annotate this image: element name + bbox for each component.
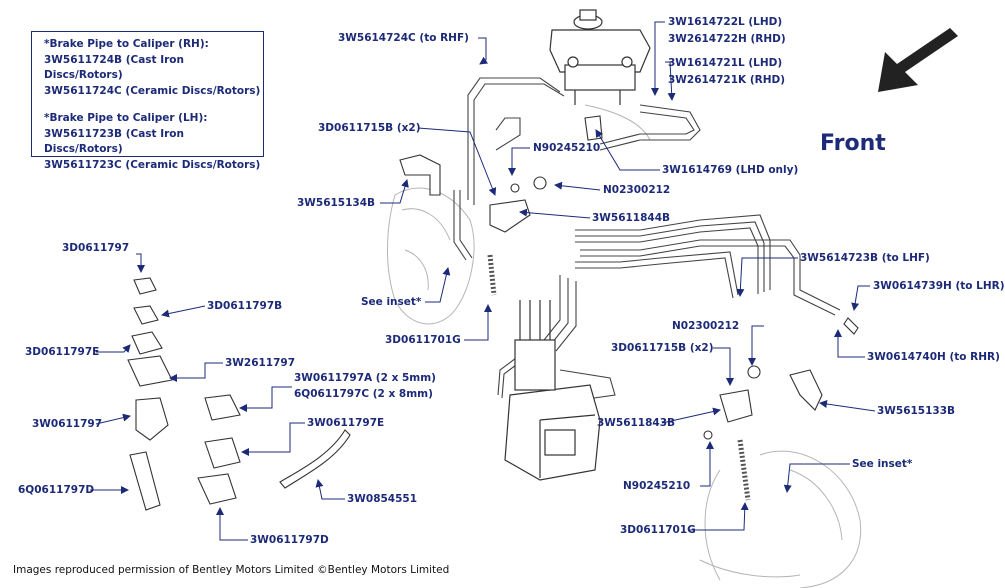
callout-6q0611797c: 6Q0611797C (2 x 8mm) [294, 388, 433, 400]
callout-3d0611797e: 3D0611797E [25, 346, 100, 358]
note-lh-title: *Brake Pipe to Caliper (LH): [44, 112, 208, 124]
callout-n02300212-bot: N02300212 [672, 320, 740, 332]
callout-3w5614724c: 3W5614724C (to RHF) [338, 32, 469, 44]
callout-3w5615134b: 3W5615134B [297, 197, 376, 209]
callout-3w5611844b: 3W5611844B [592, 212, 671, 224]
callout-3w2614721k: 3W2614721K (RHD) [668, 74, 786, 86]
callout-3w0614739h: 3W0614739H (to LHR) [873, 280, 1005, 292]
callout-n90245210-top: N90245210 [533, 142, 601, 154]
front-label: Front [820, 131, 886, 156]
callout-see-inset-bot: See inset* [852, 458, 913, 470]
callout-leaders [90, 21, 876, 541]
callout-3w2614722h: 3W2614722H (RHD) [668, 33, 786, 45]
copyright-credit: Images reproduced permission of Bentley … [13, 564, 450, 576]
note-rh-line1: 3W5611724B (Cast Iron Discs/Rotors) [44, 53, 184, 82]
lower-brackets [703, 317, 859, 440]
callout-3w0611797a: 3W0611797A (2 x 5mm) [294, 372, 436, 384]
note-rh-line2: 3W5611724C (Ceramic Discs/Rotors) [44, 84, 261, 97]
callout-n02300212-top: N02300212 [603, 184, 671, 196]
callout-3w0611797: 3W0611797 [32, 418, 103, 430]
callout-3w1614721l: 3W1614721L (LHD) [668, 57, 783, 69]
callout-3w5611843b: 3W5611843B [597, 417, 676, 429]
callout-3w0611797d: 3W0611797D [250, 534, 329, 546]
callout-3w1614722l: 3W1614722L (LHD) [668, 16, 783, 28]
front-arrow-icon [878, 28, 958, 92]
note-lh-line2: 3W5611723C (Ceramic Discs/Rotors) [44, 158, 261, 171]
callout-6q0611797d: 6Q0611797D [18, 484, 95, 496]
master-cylinder [549, 9, 651, 105]
callout-3w0854551: 3W0854551 [347, 493, 418, 505]
upper-brackets [399, 115, 603, 233]
callout-see-inset-top: See inset* [361, 296, 422, 308]
brake-hoses [487, 254, 751, 501]
abs-unit [504, 300, 601, 481]
callout-3w1614769: 3W1614769 (LHD only) [662, 164, 799, 176]
callout-3w5615133b: 3W5615133B [877, 405, 956, 417]
callout-3d0611797b: 3D0611797B [207, 300, 283, 312]
note-lh-line1: 3W5611723B (Cast Iron Discs/Rotors) [44, 127, 184, 156]
callout-3w5614723b: 3W5614723B (to LHF) [800, 252, 930, 264]
clip-parts [127, 277, 351, 511]
callout-3d0611715b-top: 3D0611715B (x2) [318, 122, 421, 134]
callout-3w2611797: 3W2611797 [225, 357, 296, 369]
callout-3d0611797: 3D0611797 [62, 242, 130, 254]
callout-3w0611797e: 3W0611797E [307, 417, 385, 429]
engine-sketch [387, 104, 862, 588]
brake-pipes [453, 77, 841, 401]
callout-n90245210-bot: N90245210 [623, 480, 691, 492]
callout-3d0611701g-top: 3D0611701G [385, 334, 461, 346]
callout-3d0611701g-bot: 3D0611701G [620, 524, 696, 536]
caliper-pipe-note: *Brake Pipe to Caliper (RH): 3W5611724B … [31, 31, 264, 171]
note-rh-title: *Brake Pipe to Caliper (RH): [44, 38, 209, 50]
callout-3d0611715b-bot: 3D0611715B (x2) [611, 342, 714, 354]
callout-3w0614740h: 3W0614740H (to RHR) [867, 351, 1000, 363]
